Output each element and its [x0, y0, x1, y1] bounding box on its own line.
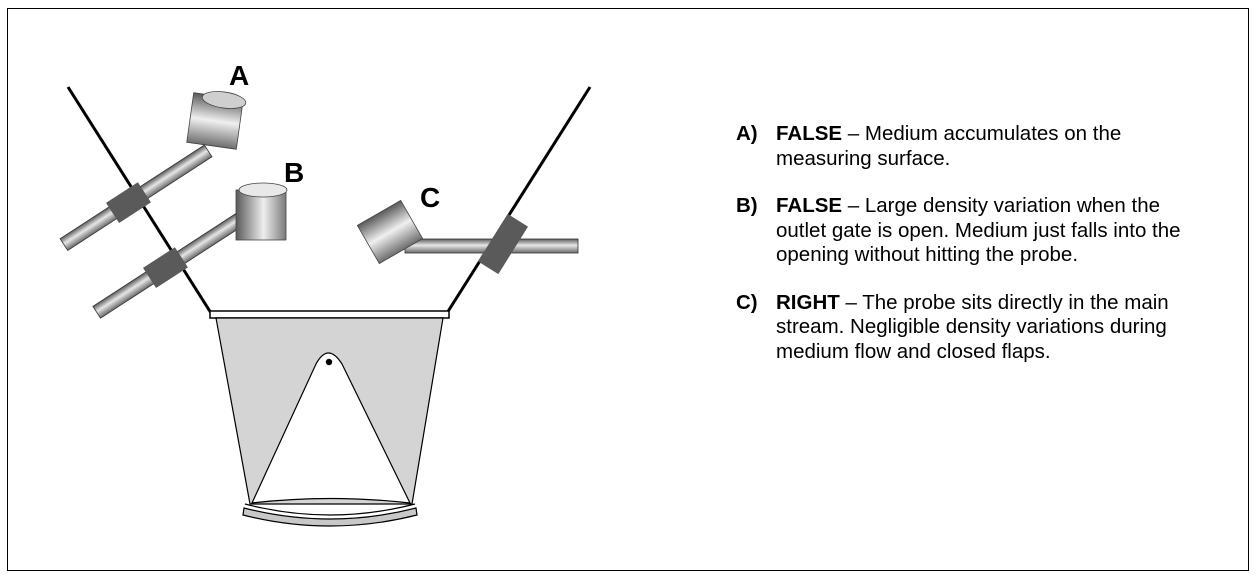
note-letter: A)	[736, 122, 758, 145]
note-letter: C)	[736, 290, 758, 314]
probe-c	[356, 199, 579, 275]
note-text: RIGHT – The probe sits directly in the m…	[776, 291, 1206, 365]
note-text: FALSE – Medium accumulates on the measur…	[776, 122, 1206, 171]
note-verdict: RIGHT	[776, 290, 840, 314]
probe-label-c: C	[420, 182, 440, 213]
probe-label-b: B	[284, 157, 304, 188]
gate-cone	[215, 317, 444, 527]
outlet-flap	[242, 507, 418, 527]
note-letter: B)	[736, 194, 758, 217]
probe-b	[92, 182, 288, 319]
explanation-list: A) FALSE – Medium accumulates on the mea…	[736, 122, 1206, 387]
hopper-right-wall	[445, 86, 592, 314]
note-body: – The probe sits directly in the main st…	[776, 290, 1169, 363]
note-c: C) RIGHT – The probe sits directly in th…	[736, 291, 1206, 365]
note-a: A) FALSE – Medium accumulates on the mea…	[736, 122, 1206, 171]
note-text: FALSE – Large density variation when the…	[776, 194, 1206, 268]
probe-a	[59, 91, 247, 251]
note-b: B) FALSE – Large density variation when …	[736, 194, 1206, 268]
note-body: – Large density variation when the outle…	[776, 194, 1181, 266]
note-verdict: FALSE	[776, 122, 843, 145]
note-verdict: FALSE	[776, 194, 843, 217]
note-body: – Medium accumulates on the measuring su…	[776, 122, 1122, 170]
probe-label-a: A	[229, 60, 249, 91]
